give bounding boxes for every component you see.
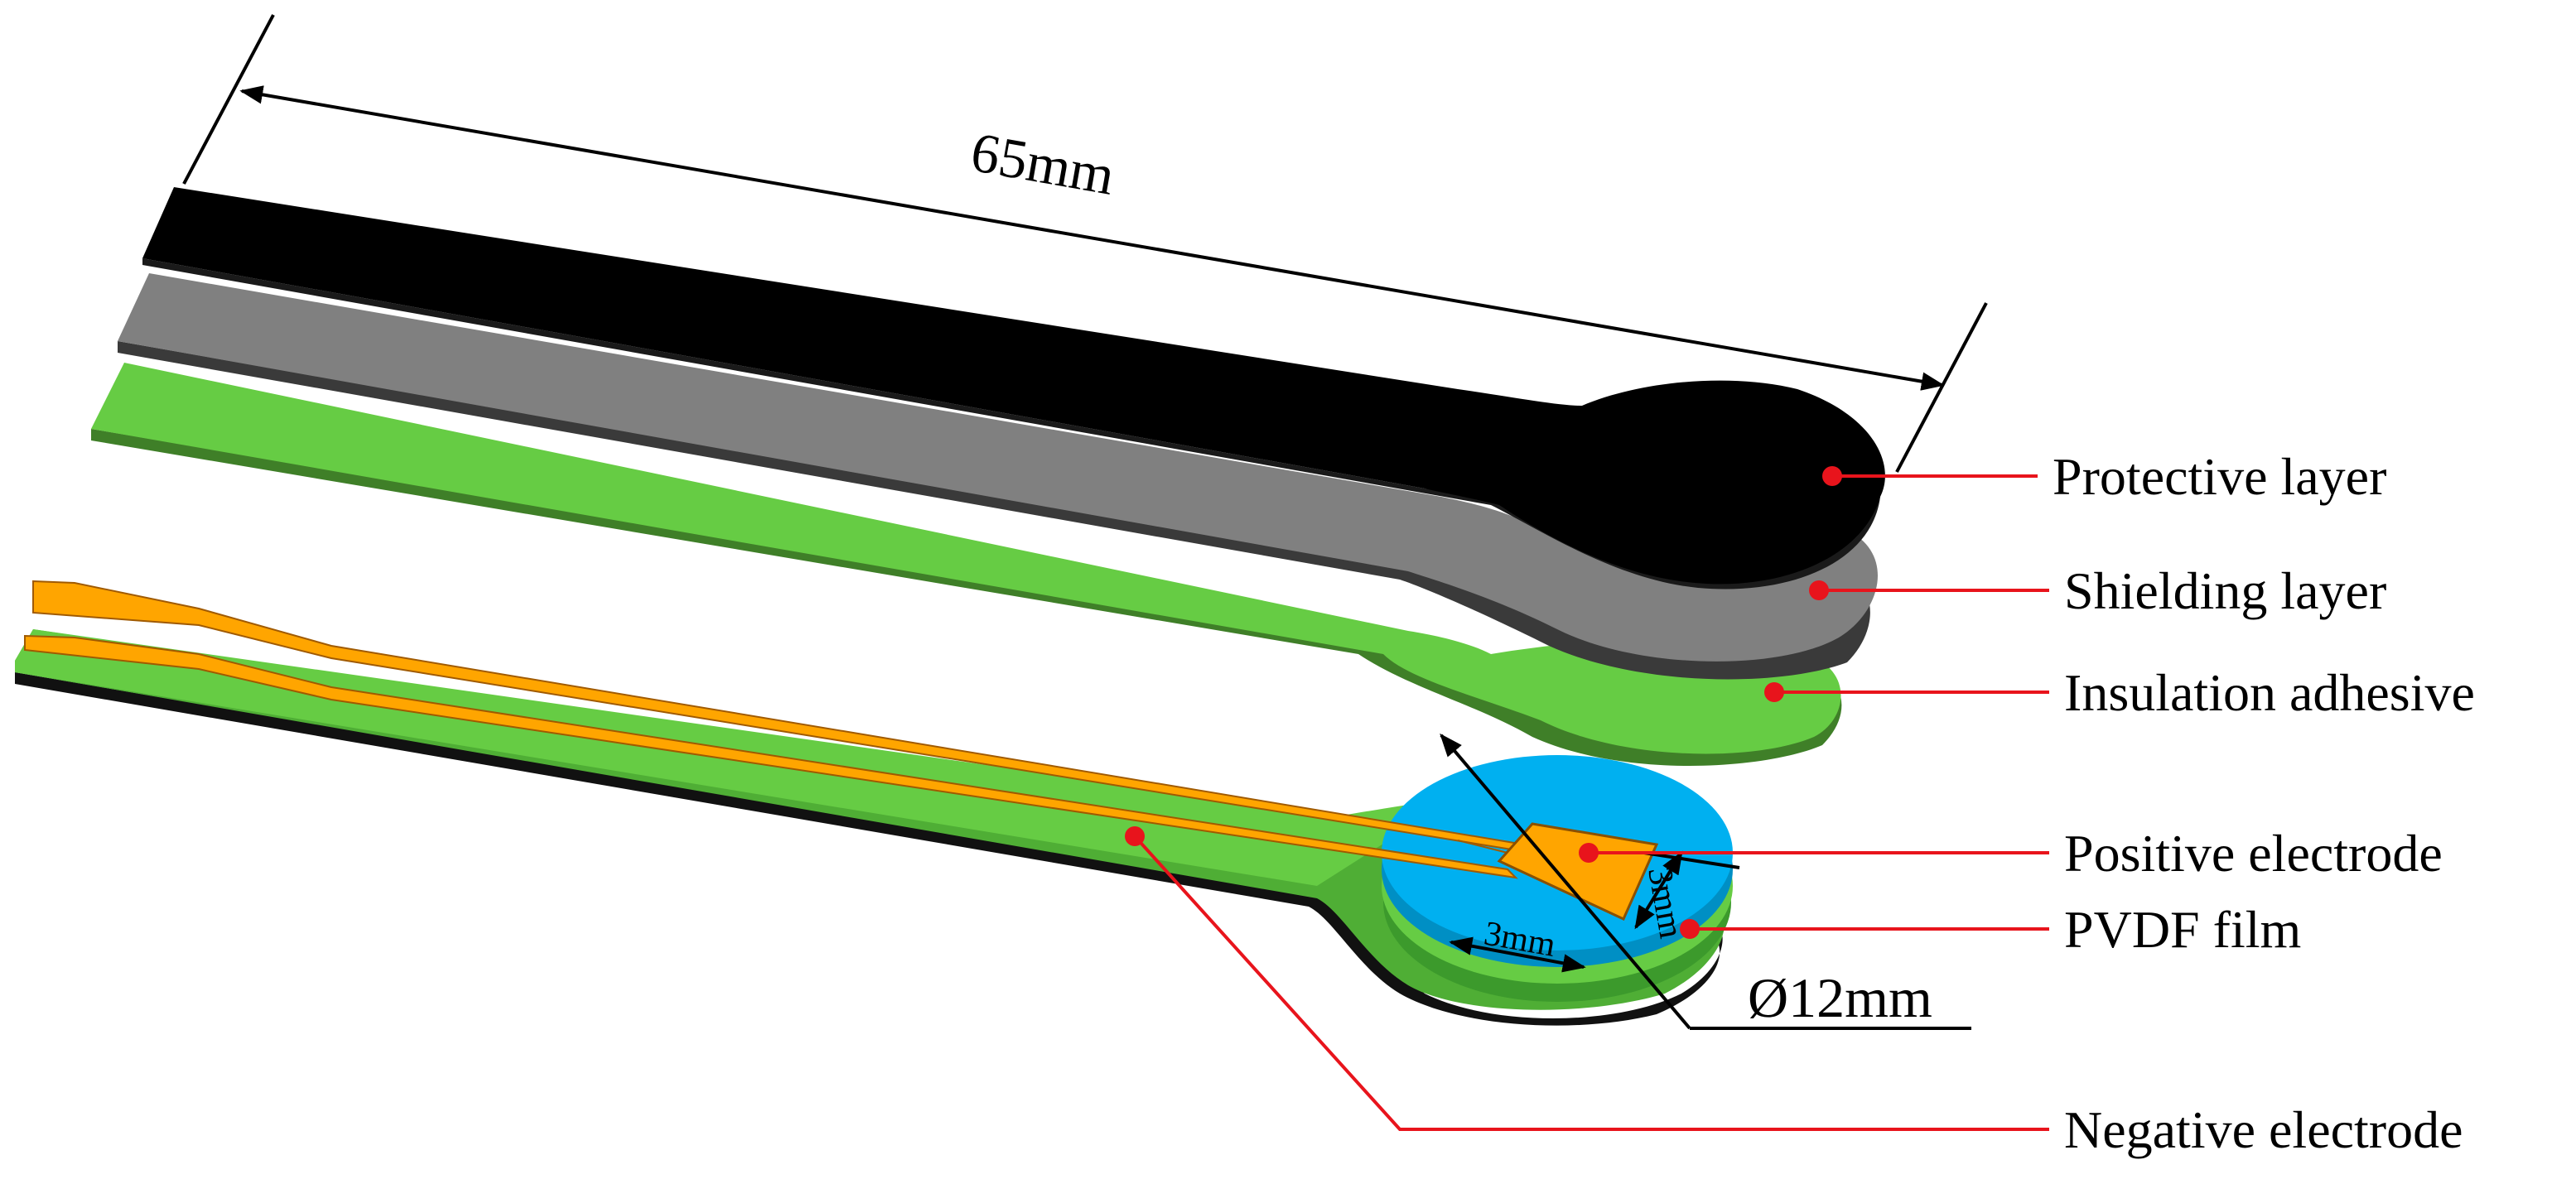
- callout-positive: Positive electrode: [1579, 824, 2443, 883]
- pvdf-film-label: PVDF film: [2064, 900, 2301, 959]
- length-label: 65mm: [967, 120, 1119, 207]
- negative-electrode-label: Negative electrode: [2064, 1100, 2463, 1159]
- diameter-label: Ø12mm: [1748, 966, 1932, 1029]
- callout-negative: Negative electrode: [1125, 826, 2463, 1159]
- protective-layer-label: Protective layer: [2053, 447, 2386, 506]
- diameter-dimension: Ø12mm: [1440, 733, 1971, 1030]
- callout-pvdf: PVDF film: [1680, 900, 2301, 959]
- positive-electrode-label: Positive electrode: [2064, 824, 2443, 883]
- callout-protective: Protective layer: [1822, 447, 2386, 506]
- insulation-adhesive-layer: [91, 363, 1842, 766]
- insulation-adhesive-label: Insulation adhesive: [2064, 663, 2475, 722]
- shielding-layer-label: Shielding layer: [2064, 561, 2386, 620]
- callout-shielding: Shielding layer: [1809, 561, 2386, 620]
- callout-insulation: Insulation adhesive: [1764, 663, 2475, 722]
